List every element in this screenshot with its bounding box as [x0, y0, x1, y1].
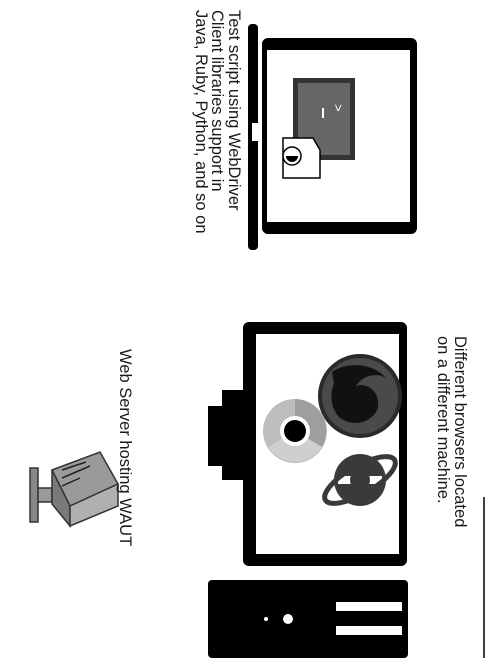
browsers-caption: Different browsers located on a differen…	[435, 336, 468, 527]
web-server-label: Web Server hosting WAUT	[117, 349, 134, 546]
test-script-line-3: Java, Ruby, Python, and so on	[193, 10, 210, 234]
test-script-caption: Test script using WebDriver Client libra…	[193, 10, 243, 234]
browsers-line-1: Different browsers located	[452, 336, 469, 527]
web-server-caption: Web Server hosting WAUT	[117, 349, 134, 546]
browsers-line-2: on a different machine.	[435, 336, 452, 527]
test-script-line-2: Client libraries support in	[209, 10, 226, 234]
test-script-line-1: Test script using WebDriver	[226, 10, 243, 234]
